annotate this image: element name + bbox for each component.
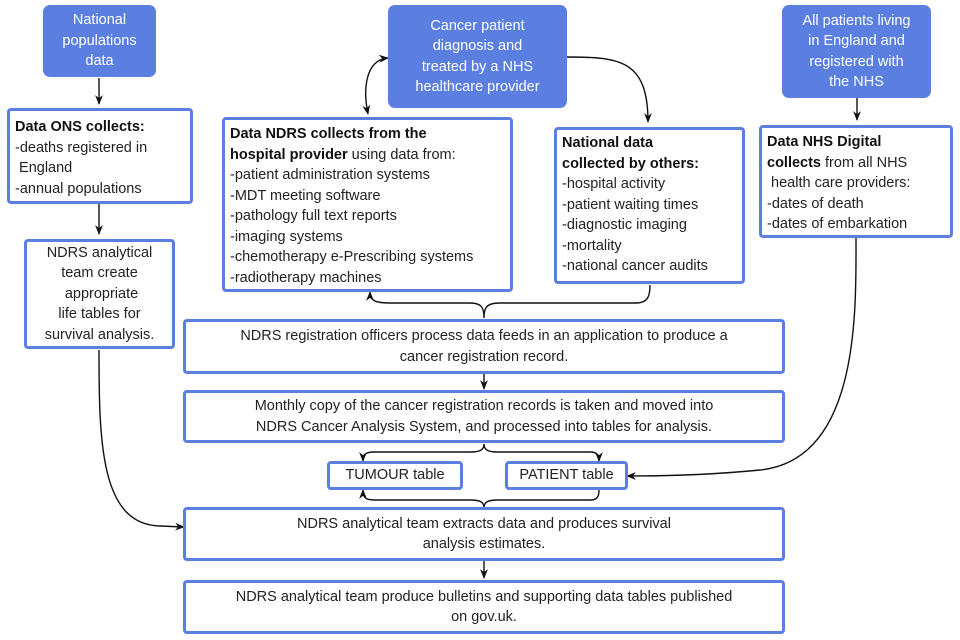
text-line: appropriate: [60, 285, 139, 302]
text-line: National: [72, 12, 127, 29]
brace-monthly-to-tumour: [359, 443, 485, 462]
brace-monthly-to-patient: [483, 443, 603, 462]
nhs-digital-box: Data NHS Digital collects from all NHS h…: [759, 125, 953, 238]
ons-collects-box: Data ONS collects: -deaths registered in…: [7, 108, 193, 204]
ndrs-item: -MDT meeting software: [230, 187, 381, 204]
text-line: treated by a NHS: [421, 58, 534, 75]
ons-item: -deaths registered in: [15, 139, 148, 156]
ons-title: Data ONS collects:: [15, 119, 145, 135]
text-line: analysis estimates.: [422, 536, 546, 552]
ndrs-hospital-box: Data NDRS collects from the hospital pro…: [222, 117, 513, 292]
national-others-box: National data collected by others: -hosp…: [554, 127, 745, 284]
text-line: diagnosis and: [432, 38, 523, 54]
text-line: registered with: [809, 53, 904, 70]
text-line: on gov.uk.: [451, 609, 517, 625]
source-all-patients: All patients living in England and regis…: [782, 5, 931, 98]
tumour-table-label: TUMOUR table: [345, 467, 445, 484]
national-others-item: -national cancer audits: [562, 258, 708, 274]
ndrs-title-line2: hospital provider using data from:: [230, 146, 456, 163]
brace-collectors-to-registration: [370, 285, 651, 319]
nhs-digital-title-line1: Data NHS Digital: [767, 134, 882, 150]
national-others-item: -mortality: [562, 237, 622, 254]
text-line: populations: [62, 32, 137, 49]
nhs-digital-item: -dates of death: [767, 195, 864, 212]
ndrs-item: -patient administration systems: [230, 167, 430, 183]
source-national-populations: National populations data: [43, 5, 156, 77]
national-others-title: collected by others:: [562, 155, 699, 172]
text-line: healthcare provider: [415, 79, 540, 95]
nhs-digital-subtitle: health care providers:: [767, 175, 911, 191]
nhs-digital-item: -dates of embarkation: [767, 216, 908, 232]
ndrs-item: -chemotherapy e-Prescribing systems: [230, 249, 474, 265]
patient-table-label: PATIENT table: [519, 467, 614, 484]
text-line: team create: [61, 265, 138, 282]
monthly-copy-box: Monthly copy of the cancer registration …: [183, 390, 785, 443]
national-others-title: National data: [562, 135, 654, 151]
national-others-item: -hospital activity: [562, 176, 666, 192]
national-others-item: -diagnostic imaging: [562, 217, 687, 233]
arrow-nhs-digital-to-patient-table: [626, 237, 857, 480]
text-line: All patients living: [802, 12, 911, 29]
text-line: Cancer patient: [430, 17, 525, 34]
arrow-life-tables-to-extracts: [98, 349, 185, 531]
ons-item: -annual populations: [15, 180, 142, 197]
text-line: NDRS registration officers process data …: [240, 328, 728, 344]
ndrs-title-line1: Data NDRS collects from the: [230, 126, 427, 142]
tumour-table-box: TUMOUR table: [327, 461, 463, 490]
text-line: the NHS: [829, 74, 884, 90]
publish-box: NDRS analytical team produce bulletins a…: [183, 580, 785, 634]
text-line: in England and: [808, 33, 905, 49]
text-line: NDRS analytical: [46, 244, 153, 261]
national-others-item: -patient waiting times: [562, 196, 699, 213]
patient-table-box: PATIENT table: [505, 461, 628, 490]
text-line: cancer registration record.: [399, 348, 569, 365]
text-line: Monthly copy of the cancer registration …: [254, 398, 714, 414]
extracts-box: NDRS analytical team extracts data and p…: [183, 507, 785, 561]
source-cancer-patient: Cancer patient diagnosis and treated by …: [388, 5, 567, 108]
arrow-cancer-patient-ndrs-bidirectional: [362, 54, 389, 115]
life-tables-box: NDRS analytical team create appropriate …: [24, 239, 175, 349]
registration-box: NDRS registration officers process data …: [183, 319, 785, 374]
ndrs-item: -imaging systems: [230, 228, 343, 245]
ndrs-item: -pathology full text reports: [230, 208, 397, 224]
text-line: survival analysis.: [44, 326, 155, 343]
arrow-cancer-patient-to-national-others: [566, 56, 652, 123]
text-line: NDRS Cancer Analysis System, and process…: [255, 418, 713, 435]
ons-item: England: [15, 160, 73, 176]
text-line: NDRS analytical team produce bulletins a…: [235, 588, 733, 605]
brace-tables-to-extracts: [363, 490, 600, 509]
text-line: life tables for: [58, 306, 141, 323]
nhs-digital-title-line2: collects from all NHS: [767, 154, 908, 171]
text-line: data: [85, 53, 114, 70]
text-line: NDRS analytical team extracts data and p…: [297, 515, 671, 532]
ndrs-item: -radiotherapy machines: [230, 269, 382, 286]
